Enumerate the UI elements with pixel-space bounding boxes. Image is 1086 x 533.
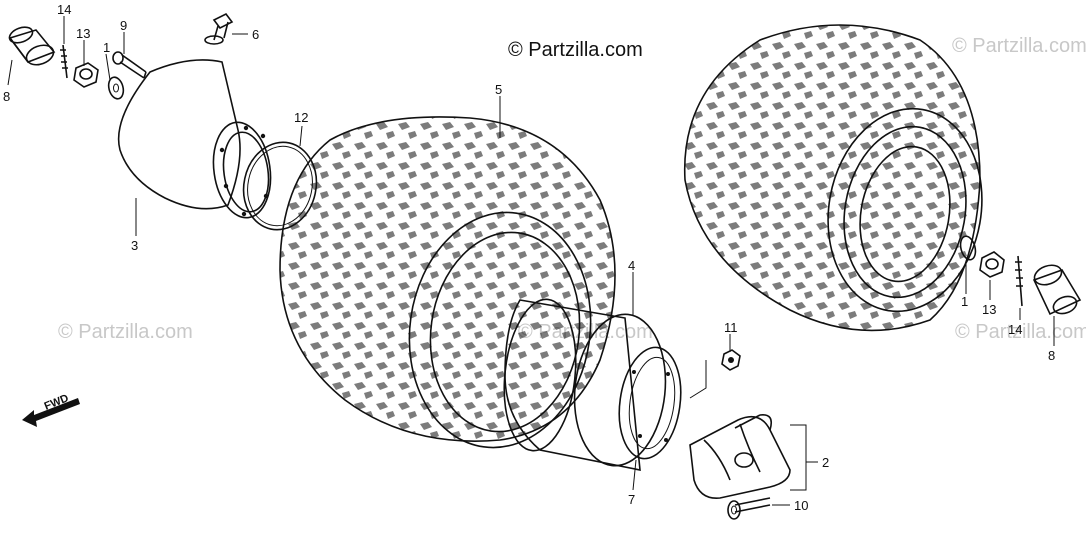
tire-left bbox=[279, 116, 616, 449]
wheel-hub bbox=[689, 413, 791, 499]
callout-13-right: 13 bbox=[982, 302, 996, 317]
callout-8-left: 8 bbox=[3, 89, 10, 104]
castle-nut-right bbox=[979, 251, 1005, 278]
callout-4: 4 bbox=[628, 258, 635, 273]
bead-ring bbox=[618, 346, 682, 460]
hub-bolt bbox=[727, 497, 771, 520]
watermark-top-center: © Partzilla.com bbox=[508, 39, 643, 61]
callout-7: 7 bbox=[628, 492, 635, 507]
callout-3: 3 bbox=[131, 238, 138, 253]
hub-cap-left bbox=[8, 26, 56, 66]
callout-12: 12 bbox=[294, 110, 308, 125]
callout-6: 6 bbox=[252, 27, 259, 42]
callout-10: 10 bbox=[794, 498, 808, 513]
leader-lines bbox=[7, 16, 1055, 506]
callout-14-right: 14 bbox=[1008, 322, 1022, 337]
callout-1-left: 1 bbox=[103, 40, 110, 55]
tire-right bbox=[683, 24, 983, 332]
watermark-mid-left: © Partzilla.com bbox=[58, 321, 193, 343]
callout-2: 2 bbox=[822, 455, 829, 470]
stud-bolt bbox=[112, 51, 147, 79]
watermark-mid-right: © Partzilla.com bbox=[955, 321, 1086, 343]
watermark-top-right: © Partzilla.com bbox=[952, 35, 1086, 57]
rim-half-inner bbox=[503, 298, 667, 471]
callout-labels: 14 13 9 1 8 6 3 12 5 4 7 11 2 10 1 13 14… bbox=[3, 2, 1055, 513]
washer-left bbox=[107, 76, 125, 100]
rim-half-outer bbox=[117, 59, 272, 219]
callout-9: 9 bbox=[120, 18, 127, 33]
callout-5: 5 bbox=[495, 82, 502, 97]
valve-stem bbox=[204, 12, 234, 45]
callout-14-left: 14 bbox=[57, 2, 71, 17]
fwd-arrow-icon bbox=[22, 398, 80, 427]
cotter-pin-left bbox=[60, 44, 68, 79]
callout-11: 11 bbox=[724, 320, 738, 335]
nut bbox=[721, 349, 741, 371]
callout-8-right: 8 bbox=[1048, 348, 1055, 363]
callout-1-right: 1 bbox=[961, 294, 968, 309]
hub-cap-right bbox=[1032, 264, 1082, 316]
castle-nut-left bbox=[73, 62, 99, 88]
washer-right bbox=[959, 235, 977, 261]
cotter-pin-right bbox=[1015, 255, 1023, 307]
callout-13-left: 13 bbox=[76, 26, 90, 41]
